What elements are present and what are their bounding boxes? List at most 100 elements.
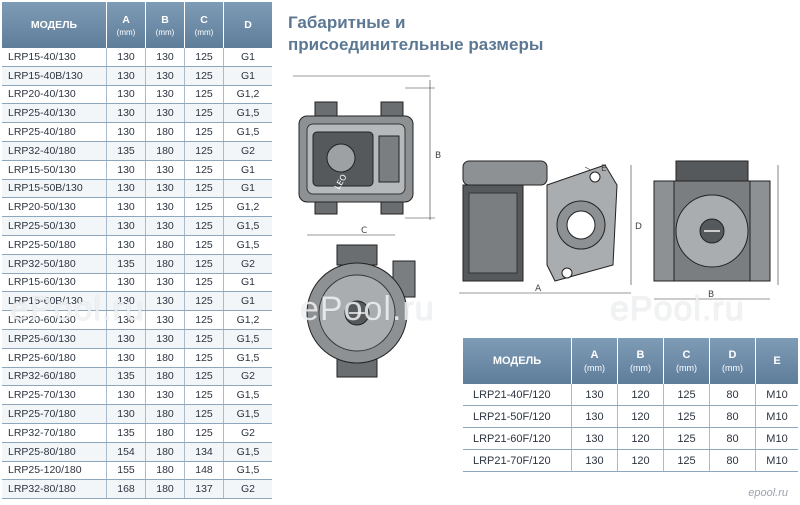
cell-b: 130: [145, 385, 185, 406]
cell-model: LRP15-50B/130: [2, 179, 107, 199]
cell-b: 130: [145, 310, 185, 330]
cell-d: G1: [223, 48, 272, 67]
cell-b: 180: [145, 404, 185, 424]
cell-b: 130: [145, 179, 185, 199]
table-header-row: МОДЕЛЬ A(mm) B(mm) C(mm) D: [2, 2, 272, 48]
cell-model: LRP32-40/180: [2, 141, 107, 161]
cell-b: 130: [145, 103, 185, 124]
cell-b: 180: [145, 367, 185, 387]
cell-c: 125: [663, 405, 710, 428]
cell-e: M10: [755, 427, 798, 450]
cell-model: LRP25-120/180: [2, 461, 107, 481]
cell-d: 80: [709, 427, 756, 450]
cell-model: LRP15-40B/130: [2, 66, 107, 86]
cell-a: 130: [106, 291, 146, 312]
header-e: E: [755, 338, 798, 384]
cell-c: 125: [184, 273, 224, 293]
cell-a: 130: [571, 427, 618, 450]
cell-a: 130: [106, 103, 146, 124]
cell-c: 125: [184, 235, 224, 255]
cell-c: 125: [184, 141, 224, 161]
cell-a: 135: [106, 367, 146, 387]
cell-d: G1: [223, 291, 272, 312]
cell-d: G1,5: [223, 103, 272, 124]
cell-e: M10: [755, 405, 798, 428]
cell-b: 180: [145, 423, 185, 443]
cell-c: 125: [184, 385, 224, 406]
cell-c: 125: [184, 291, 224, 312]
cell-model: LRP25-60/180: [2, 348, 107, 368]
dimension-label-e: E: [601, 164, 607, 174]
cell-a: 130: [106, 273, 146, 293]
cell-d: G1,5: [223, 385, 272, 406]
dimension-label-b-front: B: [708, 290, 714, 300]
cell-d: G1: [223, 273, 272, 293]
cell-model: LRP15-60/130: [2, 273, 107, 293]
cell-d: G1,2: [223, 310, 272, 330]
cell-a: 155: [106, 461, 146, 481]
cell-model: LRP21-40F/120: [463, 384, 572, 406]
cell-d: G2: [223, 479, 272, 500]
cell-d: 80: [709, 449, 756, 472]
cell-model: LRP32-50/180: [2, 254, 107, 274]
cell-d: G1: [223, 66, 272, 86]
cell-b: 130: [145, 291, 185, 312]
cell-d: G2: [223, 141, 272, 161]
cell-a: 130: [571, 384, 618, 406]
cell-d: G1,5: [223, 348, 272, 368]
corner-watermark: epool.ru: [748, 487, 788, 499]
cell-a: 154: [106, 442, 146, 462]
cell-c: 125: [663, 427, 710, 450]
cell-model: LRP32-60/180: [2, 367, 107, 387]
cell-a: 130: [106, 235, 146, 255]
cell-b: 120: [617, 427, 664, 450]
cell-c: 125: [184, 367, 224, 387]
cell-c: 125: [663, 449, 710, 472]
cell-d: 80: [709, 405, 756, 428]
cell-model: LRP21-70F/120: [463, 449, 572, 472]
cell-a: 130: [106, 66, 146, 86]
dimension-label-a: A: [535, 284, 542, 294]
header-c: C(mm): [663, 338, 710, 384]
cell-b: 120: [617, 405, 664, 428]
cell-d: G1,5: [223, 122, 272, 142]
cell-c: 125: [184, 329, 224, 349]
cell-a: 130: [106, 310, 146, 330]
cell-b: 180: [145, 141, 185, 161]
cell-a: 130: [106, 216, 146, 236]
cell-b: 130: [145, 66, 185, 86]
cell-a: 130: [106, 329, 146, 349]
cell-c: 134: [184, 442, 224, 462]
cell-d: G1: [223, 160, 272, 180]
cell-b: 130: [145, 160, 185, 180]
header-b: B(mm): [617, 338, 664, 384]
header-d: D(mm): [709, 338, 756, 384]
cell-b: 130: [145, 197, 185, 218]
cell-e: M10: [755, 449, 798, 472]
cell-model: LRP25-70/130: [2, 385, 107, 406]
cell-c: 125: [184, 122, 224, 142]
cell-d: G1,5: [223, 442, 272, 462]
cell-c: 137: [184, 479, 224, 500]
flanged-models-table: МОДЕЛЬ A(mm) B(mm) C(mm) D(mm) E LRP21-4…: [463, 338, 798, 472]
cell-a: 130: [106, 179, 146, 199]
cell-b: 180: [145, 461, 185, 481]
cell-d: G1,5: [223, 404, 272, 424]
cell-b: 180: [145, 122, 185, 142]
header-model: МОДЕЛЬ: [463, 338, 572, 384]
